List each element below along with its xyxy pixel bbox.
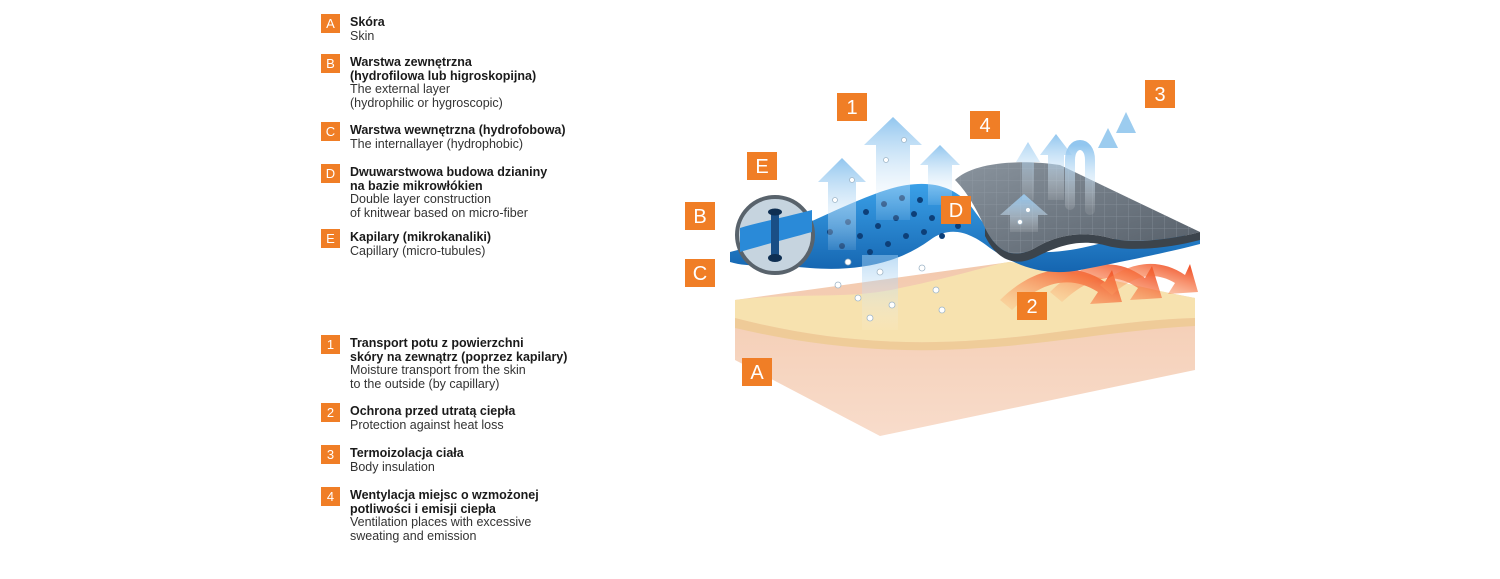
legend-badge: D <box>321 164 340 183</box>
legend-item-4: 4 Wentylacja miejsc o wzmożonej potliwoś… <box>321 487 539 543</box>
label-1-text: 1 <box>846 97 857 119</box>
legend-badge: 3 <box>321 445 340 464</box>
legend-badge: A <box>321 14 340 33</box>
label-1: 1 <box>837 93 867 121</box>
legend-item-e: E Kapilary (mikrokanaliki) Capillary (mi… <box>321 229 492 258</box>
legend-title: Warstwa wewnętrzna (hydrofobowa) <box>350 123 566 137</box>
label-c: C <box>685 259 715 287</box>
label-2: 2 <box>1017 292 1047 320</box>
skin-block <box>735 262 1195 436</box>
moisture-bubbles <box>832 137 1031 322</box>
label-2-text: 2 <box>1026 296 1037 318</box>
legend-item-c: C Warstwa wewnętrzna (hydrofobowa) The i… <box>321 122 566 151</box>
label-4: 4 <box>970 111 1000 139</box>
label-4-text: 4 <box>979 115 990 137</box>
label-e: E <box>747 152 777 180</box>
label-d: D <box>941 196 971 224</box>
legend-subtitle: Protection against heat loss <box>350 417 504 432</box>
legend-subtitle: Capillary (micro-tubules) <box>350 243 486 258</box>
legend-badge: 2 <box>321 403 340 422</box>
legend-subtitle: The external layer (hydrophilic or hygro… <box>350 82 503 110</box>
legend-item-3: 3 Termoizolacja ciała Body insulation <box>321 445 464 474</box>
label-3: 3 <box>1145 80 1175 108</box>
label-b: B <box>685 202 715 230</box>
legend-subtitle: Moisture transport from the skin to the … <box>350 363 526 391</box>
legend-item-1: 1 Transport potu z powierzchni skóry na … <box>321 335 568 391</box>
legend-item-d: D Dwuwarstwowa budowa dzianiny na bazie … <box>321 164 548 220</box>
heat-arrows <box>1000 263 1198 310</box>
label-d-text: D <box>949 200 963 222</box>
legend-subtitle: The internallayer (hydrophobic) <box>350 136 524 151</box>
legend-title: Kapilary (mikrokanaliki) <box>350 230 492 244</box>
legend-badge: E <box>321 229 340 248</box>
legend-subtitle: Ventilation places with excessive sweati… <box>350 515 532 543</box>
legend-title: Wentylacja miejsc o wzmożonej potliwości… <box>350 488 539 516</box>
insulation-arrows <box>1065 125 1131 220</box>
legend-subtitle: Double layer construction of knitwear ba… <box>350 192 528 220</box>
legend-title: Termoizolacja ciała <box>350 446 464 460</box>
fabric-layer-diagram: E B C D A 1 2 3 4 <box>685 80 1200 436</box>
legend-title: Dwuwarstwowa budowa dzianiny na bazie mi… <box>350 165 548 193</box>
legend-subtitle: Body insulation <box>350 459 435 474</box>
legend-title: Ochrona przed utratą ciepła <box>350 404 516 418</box>
legend-title: Transport potu z powierzchni skóry na ze… <box>350 336 568 364</box>
label-c-text: C <box>693 263 707 285</box>
insulation-arrowheads <box>1098 112 1136 148</box>
label-e-text: E <box>755 156 768 178</box>
legend-badge: 1 <box>321 335 340 354</box>
legend-subtitle: Skin <box>350 28 375 43</box>
ventilation-arrows <box>1000 134 1072 232</box>
legend-badge: 4 <box>321 487 340 506</box>
fabric-outer-layer <box>955 162 1200 262</box>
legend-title: Skóra <box>350 15 385 29</box>
label-a-text: A <box>750 362 764 384</box>
legend-title: Warstwa zewnętrzna (hydrofilowa lub higr… <box>350 55 537 83</box>
capillary-magnifier <box>735 195 815 275</box>
legend-item-2: 2 Ochrona przed utratą ciepła Protection… <box>321 403 516 432</box>
moisture-arrows <box>818 117 960 330</box>
label-b-text: B <box>693 206 706 228</box>
legend-item-b: B Warstwa zewnętrzna (hydrofilowa lub hi… <box>321 54 537 110</box>
legend-badge: C <box>321 122 340 141</box>
label-3-text: 3 <box>1154 84 1165 106</box>
legend-item-a: A Skóra Skin <box>321 14 385 43</box>
label-a: A <box>742 358 772 386</box>
legend-badge: B <box>321 54 340 73</box>
